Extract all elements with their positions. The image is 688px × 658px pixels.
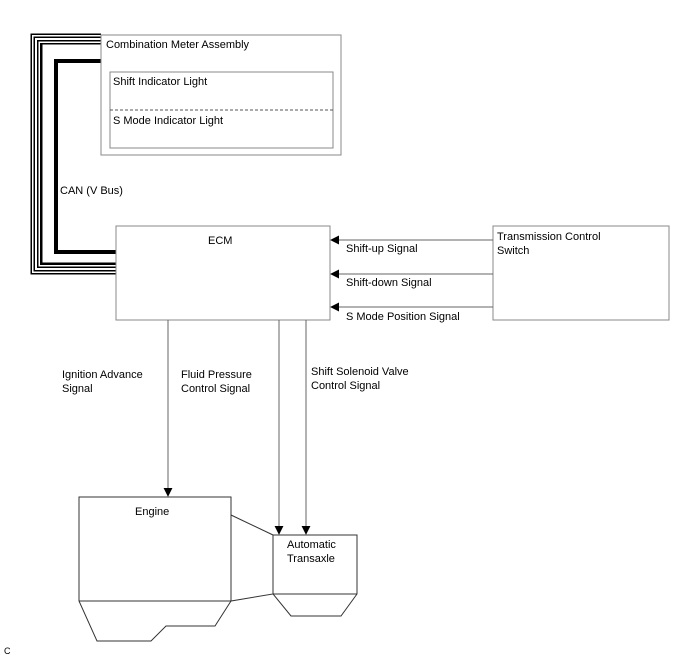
ecm-block: ECM — [115, 225, 331, 321]
shift-indicator-light-label: Shift Indicator Light — [113, 76, 207, 88]
transmission-switch-label-line2: Switch — [497, 245, 529, 257]
s-mode-position-signal-label: S Mode Position Signal — [346, 311, 460, 323]
shift-up-signal-label: Shift-up Signal — [346, 243, 418, 255]
switch-to-ecm-signals: Shift-up Signal Shift-down Signal S Mode… — [330, 235, 493, 323]
shift-solenoid-label-line2: Control Signal — [311, 380, 380, 392]
ignition-advance-label-line2: Signal — [62, 383, 93, 395]
ignition-advance-label-line1: Ignition Advance — [62, 369, 143, 381]
transaxle-label-line1: Automatic — [287, 539, 336, 551]
ecm-output-signals: Ignition Advance Signal Fluid Pressure C… — [62, 320, 409, 535]
shift-solenoid-label-line1: Shift Solenoid Valve — [311, 366, 409, 378]
fluid-pressure-label-line2: Control Signal — [181, 383, 250, 395]
combination-meter-assembly: Combination Meter Assembly Shift Indicat… — [100, 34, 342, 156]
bell-housing — [230, 514, 274, 602]
corner-code: C — [4, 646, 11, 656]
engine-block: Engine — [78, 496, 232, 642]
engine-label: Engine — [135, 506, 169, 518]
ecm-label: ECM — [208, 235, 232, 247]
transmission-switch-label-line1: Transmission Control — [497, 231, 601, 243]
transmission-control-switch: Transmission Control Switch — [492, 225, 670, 321]
automatic-transaxle: Automatic Transaxle — [272, 534, 358, 617]
can-bus-harness — [30, 33, 116, 275]
transaxle-label-line2: Transaxle — [287, 553, 335, 565]
fluid-pressure-label-line1: Fluid Pressure — [181, 369, 252, 381]
shift-down-signal-label: Shift-down Signal — [346, 277, 432, 289]
s-mode-indicator-light-label: S Mode Indicator Light — [113, 115, 223, 127]
can-bus-label: CAN (V Bus) — [60, 185, 123, 197]
combination-meter-title: Combination Meter Assembly — [106, 39, 250, 51]
